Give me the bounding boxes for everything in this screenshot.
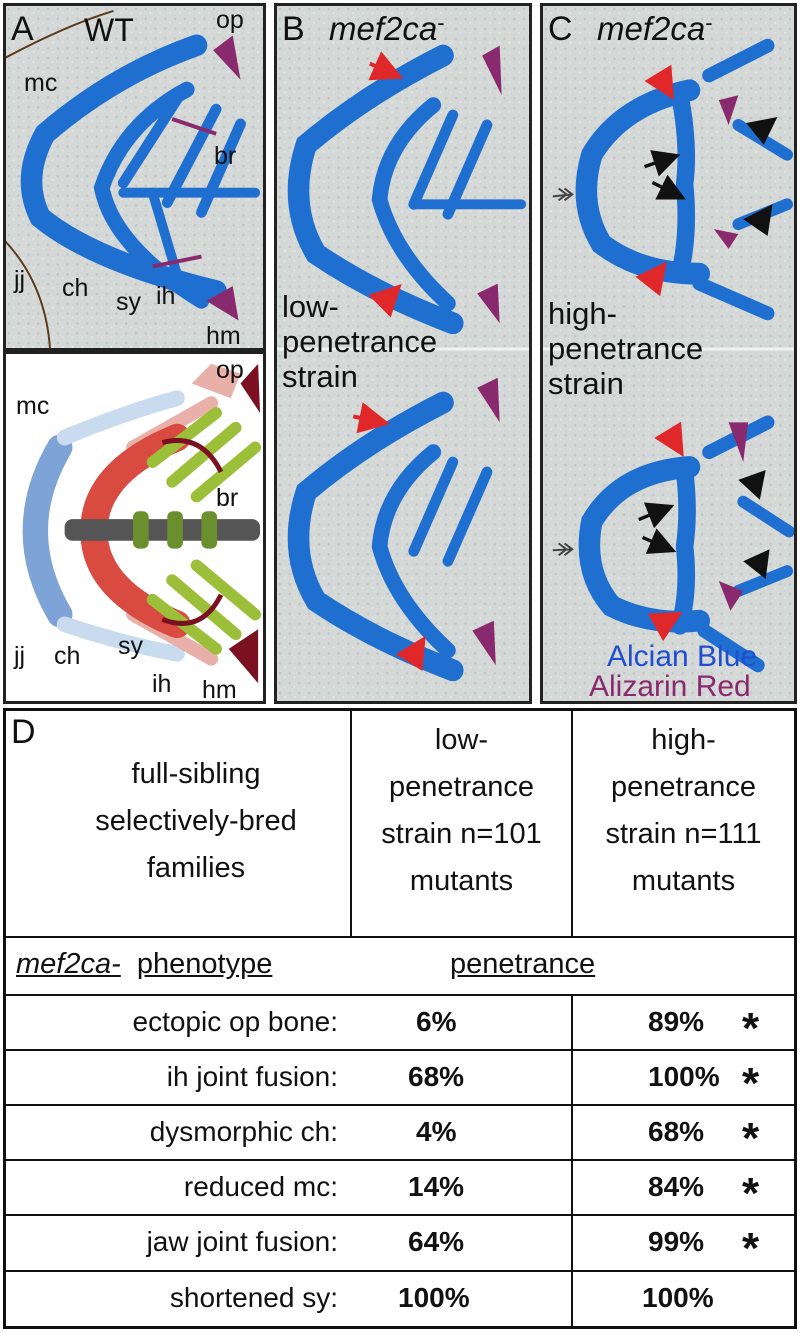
wt-skeleton-image <box>6 6 263 348</box>
phenotype-word: phenotype <box>136 948 273 980</box>
phenotype-header: mef2ca- phenotype <box>16 950 272 979</box>
diagram-label-op: op <box>216 356 244 384</box>
label-mc: mc <box>24 69 58 97</box>
row-divider <box>6 1104 794 1106</box>
panel-a-photo: A WT op mc br jj ch sy ih hm <box>3 3 266 351</box>
header-line: strain n=101 <box>381 818 542 850</box>
panel-letter: D <box>11 713 36 751</box>
label-br: br <box>214 142 237 170</box>
row-divider <box>6 1049 794 1051</box>
strain-label: low- penetrance strain <box>282 289 437 394</box>
diagram-label-ih: ih <box>152 670 172 698</box>
row-label: jaw joint fusion: <box>146 1226 338 1257</box>
panel-letter: C <box>548 10 573 48</box>
low-value: 6% <box>416 1006 457 1037</box>
significance-star: * <box>742 1004 760 1053</box>
gene-name: mef2ca- <box>16 948 121 980</box>
diagram-label-hm: hm <box>202 676 237 704</box>
header-line: full-sibling <box>131 758 261 790</box>
strain-label: high- penetrance strain <box>548 296 703 401</box>
diagram-label-mc: mc <box>16 392 50 420</box>
diagram-label-ch: ch <box>54 642 81 670</box>
label-sy: sy <box>116 288 141 316</box>
significance-star: * <box>742 1059 760 1108</box>
strain-line-1: low- <box>282 289 339 324</box>
header-low-penetrance: low- penetrance strain n=101 mutants <box>352 717 571 905</box>
row-divider <box>6 994 794 996</box>
header-line: selectively-bred <box>95 805 297 837</box>
high-value: 99% <box>648 1226 705 1257</box>
row-divider <box>6 936 794 938</box>
title-sup: - <box>437 10 445 35</box>
stain-label-alcian: Alcian Blue <box>607 640 758 673</box>
high-value: 68% <box>648 1116 705 1147</box>
low-value: 64% <box>408 1226 465 1257</box>
header-line: high- <box>651 724 716 756</box>
panel-title: mef2ca- <box>597 10 713 47</box>
high-penetrance-images <box>543 6 794 701</box>
panel-letter: B <box>282 10 305 48</box>
header-line: penetrance <box>610 771 757 803</box>
strain-line-2: penetrance <box>282 324 438 359</box>
high-value: 84% <box>648 1171 705 1202</box>
low-value: 100% <box>398 1282 470 1313</box>
header-line: strain n=111 <box>605 818 762 850</box>
penetrance-word: penetrance <box>450 948 596 980</box>
column-divider <box>571 711 573 936</box>
header-line: low- <box>434 724 489 756</box>
panel-b: B mef2ca- low- penetrance strain <box>274 3 532 704</box>
panel-c: C mef2ca- high- penetrance strain Alcian… <box>540 3 797 704</box>
row-divider <box>6 1270 794 1272</box>
header-families: full-sibling selectively-bred families <box>46 751 346 892</box>
significance-star: * <box>742 1224 760 1273</box>
panel-letter: A <box>11 10 34 48</box>
panel-title: mef2ca- <box>329 10 445 47</box>
diagram-label-sy: sy <box>118 632 143 660</box>
strain-line-1: high- <box>548 296 617 331</box>
label-ch: ch <box>62 274 89 302</box>
strain-line-3: strain <box>548 366 624 401</box>
penetrance-header: penetrance <box>450 950 595 979</box>
label-hm: hm <box>206 322 241 350</box>
header-line: families <box>146 852 246 884</box>
header-line: penetrance <box>388 771 535 803</box>
low-value: 68% <box>408 1061 465 1092</box>
column-divider <box>350 711 352 936</box>
title-sup: - <box>705 10 713 35</box>
diagram-label-jj: jj <box>14 642 26 670</box>
low-value: 14% <box>408 1171 465 1202</box>
row-label: reduced mc: <box>183 1171 338 1202</box>
high-value: 100% <box>642 1282 714 1313</box>
row-divider <box>6 1159 794 1161</box>
label-op: op <box>216 6 244 34</box>
cartilage-diagram <box>22 363 262 684</box>
header-line: mutants <box>631 865 736 897</box>
diagram-label-br: br <box>216 484 239 512</box>
header-line: mutants <box>409 865 514 897</box>
panel-title: WT <box>84 12 134 48</box>
row-label: ih joint fusion: <box>166 1061 338 1092</box>
significance-star: * <box>742 1114 760 1163</box>
strain-line-3: strain <box>282 359 358 394</box>
label-jj: jj <box>14 266 26 294</box>
stain-label-alizarin: Alizarin Red <box>589 670 751 703</box>
high-value: 100% <box>648 1061 720 1092</box>
low-value: 4% <box>416 1116 457 1147</box>
row-label: ectopic op bone: <box>132 1006 339 1037</box>
row-divider <box>6 1214 794 1216</box>
low-penetrance-images <box>277 6 529 701</box>
title-gene: mef2ca <box>597 10 706 47</box>
significance-star: * <box>742 1169 760 1218</box>
label-ih: ih <box>156 282 176 310</box>
title-gene: mef2ca <box>329 10 438 47</box>
header-high-penetrance: high- penetrance strain n=111 mutants <box>573 717 794 905</box>
penetrance-table: D full-sibling selectively-bred families… <box>3 708 797 1329</box>
row-label: dysmorphic ch: <box>149 1116 338 1147</box>
row-label: shortened sy: <box>169 1282 338 1313</box>
panel-a-diagram: op mc br jj ch sy ih hm <box>3 351 266 704</box>
high-value: 89% <box>648 1006 705 1037</box>
strain-line-2: penetrance <box>548 331 704 366</box>
